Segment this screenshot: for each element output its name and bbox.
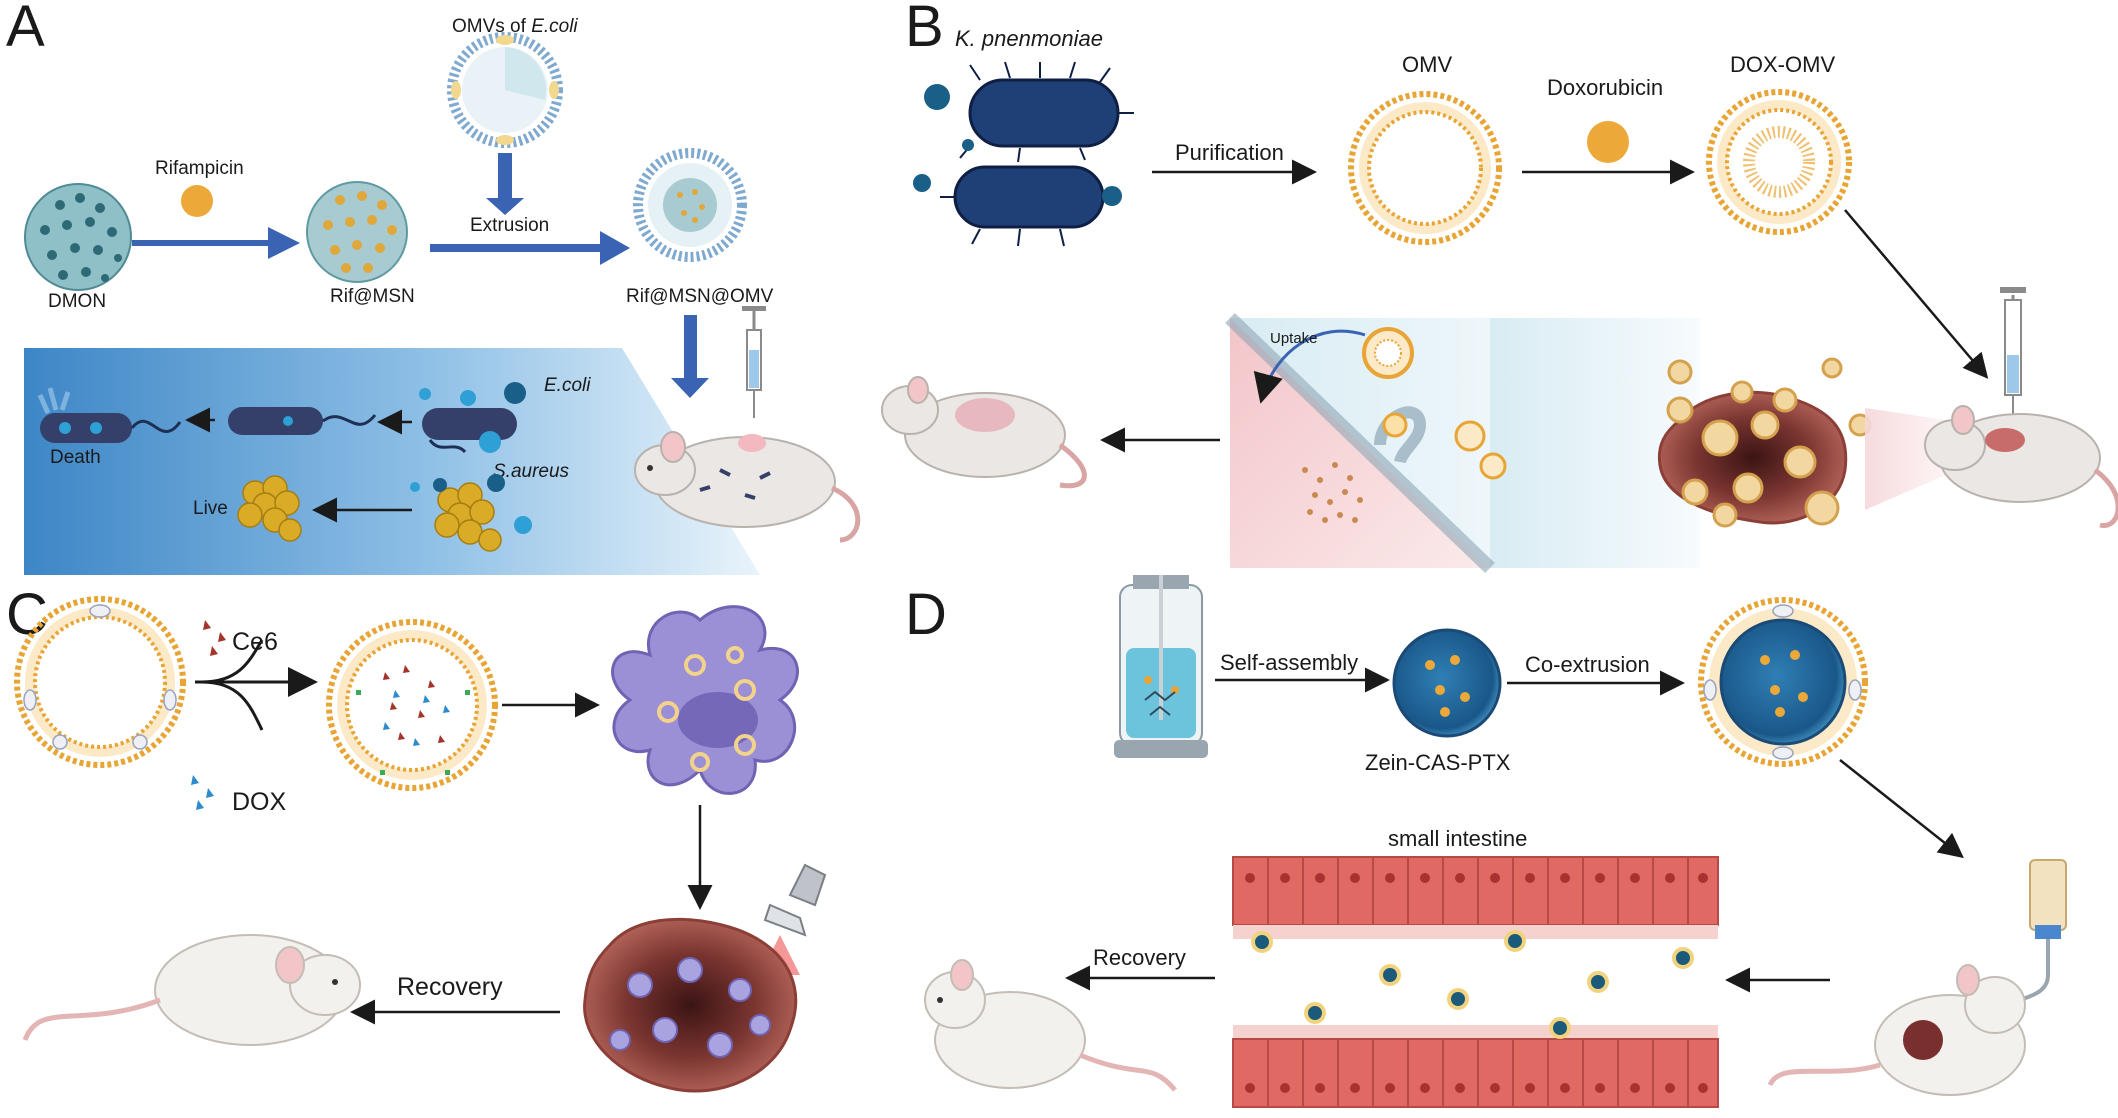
dox-molecules-c <box>191 775 214 810</box>
mouse-c-recovered <box>22 934 361 1046</box>
zein-cas-ptx-particle <box>1392 628 1502 738</box>
mouse-a <box>634 431 861 543</box>
mouse-d-recovered <box>924 959 1177 1092</box>
rif-msn-label: Rif@MSN <box>330 286 415 307</box>
mouse-b-recovered <box>881 376 1087 489</box>
doxorubicin-label: Doxorubicin <box>1547 75 1663 100</box>
ce6-label: Ce6 <box>232 628 278 656</box>
gavage-tube <box>2019 859 2067 1002</box>
recovery-label-d: Recovery <box>1093 945 1186 970</box>
panel-a-background-band <box>24 348 760 575</box>
panel-a: A DMON Rifampicin Ri <box>6 0 861 575</box>
saureus-cluster-treated <box>410 474 532 552</box>
panel-d-letter: D <box>905 582 947 647</box>
uptake-illustration <box>1225 312 1700 574</box>
loaded-vesicle-c <box>326 619 498 791</box>
kpneumoniae-bacteria <box>913 61 1134 247</box>
small-intestine-epithelium <box>1232 856 1719 1108</box>
rif-msn-omv-label: Rif@MSN@OMV <box>626 286 774 307</box>
rif-msn-omv-particle <box>633 148 747 262</box>
panel-b: B K. pnenmoniae Purification OMV Doxorub… <box>881 0 2118 574</box>
tumor-b <box>1657 357 1872 528</box>
uptake-label: Uptake <box>1270 330 1318 347</box>
omv-label-b: OMV <box>1402 52 1452 77</box>
panel-d: D Self-assembly Zein-CAS-PTX Co-extrusio… <box>905 575 2067 1108</box>
syringe-b <box>2000 287 2026 432</box>
zein-cas-ptx-label: Zein-CAS-PTX <box>1365 750 1511 775</box>
panel-b-letter: B <box>905 0 944 59</box>
arrow-to-mouse-b <box>1844 209 1989 379</box>
rif-msn-particle <box>306 181 408 283</box>
self-assembly-label: Self-assembly <box>1220 650 1358 675</box>
dmon-label: DMON <box>48 291 106 312</box>
saureus-label: S.aureus <box>493 461 570 482</box>
panel-c: C Ce6 DOX <box>6 582 827 1093</box>
death-label: Death <box>50 447 101 468</box>
arrow-dmon-to-rifmsn <box>132 227 300 259</box>
purification-label: Purification <box>1175 140 1284 165</box>
arrow-to-rifmsnomv <box>430 231 630 265</box>
mouse-d-treated <box>1767 964 2026 1096</box>
dox-omv-vesicle <box>1706 89 1852 235</box>
tumor-c <box>583 917 798 1093</box>
dendritic-cell <box>611 605 799 795</box>
rifampicin-molecule <box>181 185 213 217</box>
syringe-a <box>742 306 766 418</box>
recovery-label-c: Recovery <box>397 973 503 1001</box>
dox-label-c: DOX <box>232 788 287 816</box>
arrow-to-gavage <box>1839 759 1964 859</box>
ce6-molecules <box>203 620 226 656</box>
extrusion-label: Extrusion <box>470 215 549 236</box>
ecoli-label: E.coli <box>544 375 591 396</box>
live-saureus-cluster <box>237 475 302 542</box>
doxorubicin-molecule <box>1587 121 1629 163</box>
dmon-particle <box>24 183 132 291</box>
ecoli-omv-vesicle <box>447 32 563 148</box>
co-extrusion-label: Co-extrusion <box>1525 652 1650 677</box>
coated-nanoparticle-d <box>1698 597 1868 767</box>
panel-a-letter: A <box>6 0 45 59</box>
omv-source-label: OMVs of E.coli <box>452 16 578 37</box>
arrow-omv-down <box>486 153 524 215</box>
ecoli-with-particles <box>228 407 377 435</box>
small-intestine-label: small intestine <box>1388 826 1527 851</box>
dox-omv-label: DOX-OMV <box>1730 52 1835 77</box>
empty-vesicle-c <box>14 596 186 768</box>
arrow-to-mouse-a <box>671 315 709 398</box>
mixing-vessel <box>1114 575 1208 758</box>
live-label: Live <box>193 498 228 519</box>
kpneumoniae-label: K. pnenmoniae <box>955 26 1103 51</box>
omv-vesicle-b <box>1348 91 1502 245</box>
ecoli-with-omv-particles <box>419 382 526 454</box>
rifampicin-label: Rifampicin <box>155 158 244 179</box>
dead-ecoli-bacterium <box>37 387 182 443</box>
mouse-b-treated <box>1924 405 2118 528</box>
